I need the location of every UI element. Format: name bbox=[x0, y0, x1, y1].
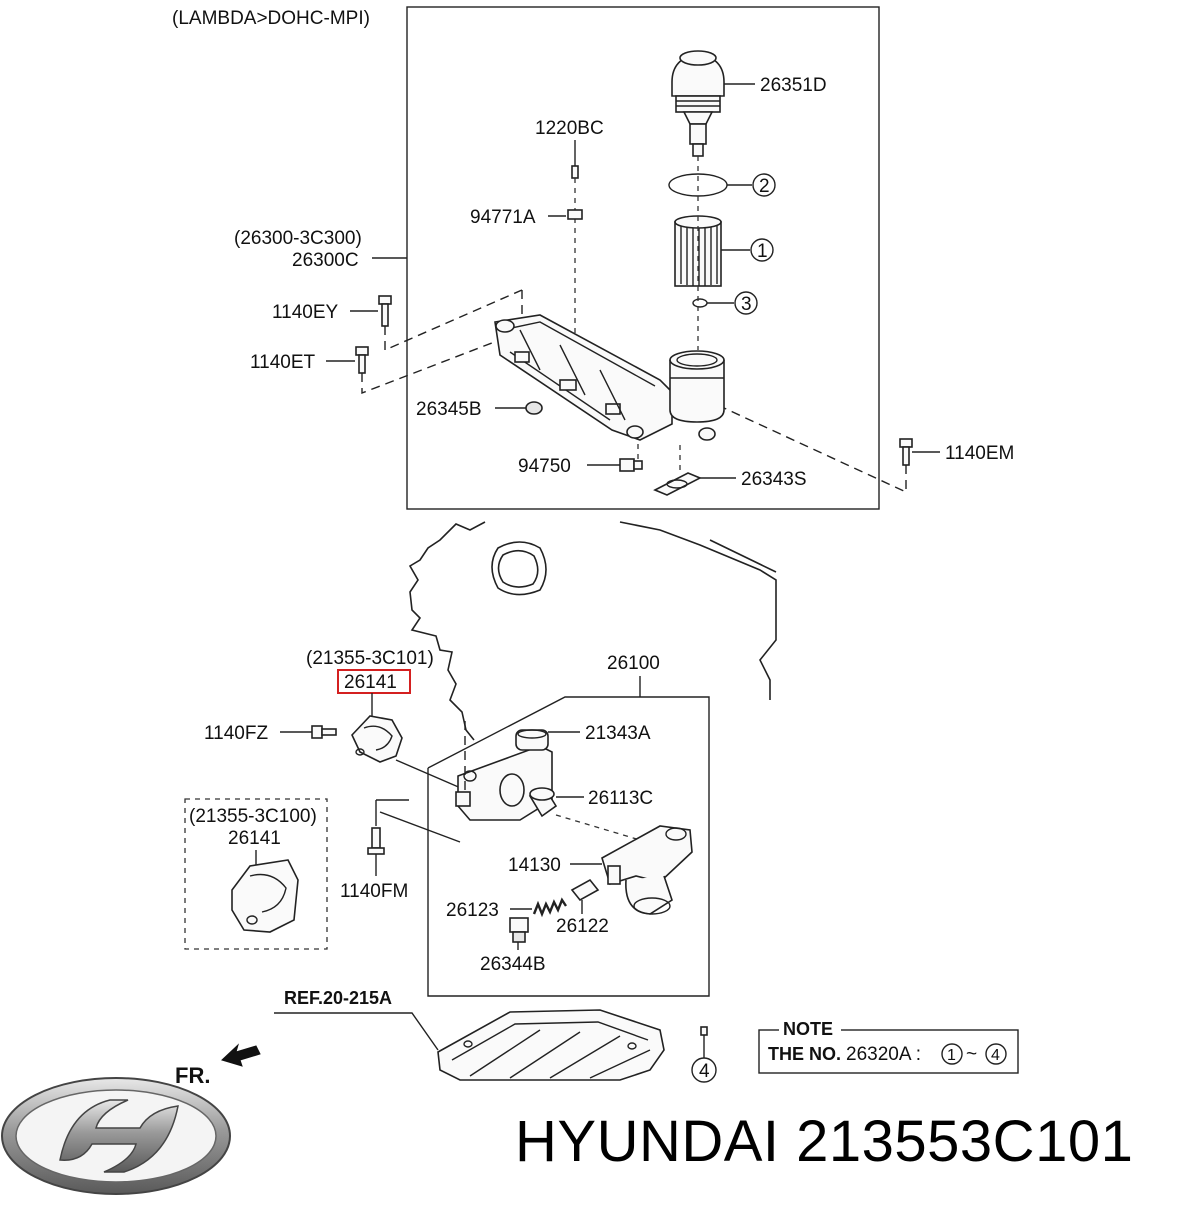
relief-housing-14130 bbox=[601, 825, 693, 915]
part-label-14130: 14130 bbox=[508, 855, 561, 876]
note-range-start: 1 bbox=[947, 1047, 956, 1064]
note-range-end-circle bbox=[985, 1043, 1007, 1065]
hyundai-logo-icon bbox=[1, 1077, 231, 1195]
note-title: NOTE bbox=[783, 1019, 833, 1039]
bolt-1140FM bbox=[367, 827, 385, 855]
alt-ref-label: (21355-3C100) bbox=[189, 806, 317, 827]
part-label-26100: 26100 bbox=[607, 653, 660, 674]
alt-part-box bbox=[184, 798, 328, 950]
part-label-1140ET: 1140ET bbox=[250, 352, 316, 373]
filter-cap-26351D bbox=[671, 50, 725, 157]
highlight-ref-label: (21355-3C101) bbox=[306, 648, 434, 669]
variant-label: (LAMBDA>DOHC-MPI) bbox=[172, 8, 370, 29]
part-label-1220BC: 1220BC bbox=[535, 118, 604, 139]
assembly-box-26100 bbox=[427, 696, 710, 997]
spring-26123 bbox=[532, 897, 567, 918]
guide-line-1140FM bbox=[379, 811, 461, 843]
part-label-94750: 94750 bbox=[518, 456, 571, 477]
leader-ref bbox=[274, 1012, 439, 1051]
callout-1 bbox=[750, 238, 774, 262]
guide-line-1140ET bbox=[361, 335, 511, 395]
guide-line-1140EM bbox=[723, 407, 907, 494]
bolt-1140EM bbox=[899, 438, 913, 466]
engine-block-outline bbox=[408, 521, 777, 741]
part-label-1140EM: 1140EM bbox=[945, 443, 1014, 464]
callout-2-label: 2 bbox=[759, 176, 770, 197]
part-label-26122: 26122 bbox=[556, 916, 609, 937]
bolt-1220BC bbox=[571, 165, 579, 179]
cover-plate-26141 bbox=[351, 715, 403, 763]
part-label-1140FZ: 1140FZ bbox=[204, 723, 268, 744]
oil-filter-housing-body bbox=[494, 314, 725, 441]
oil-pan-part bbox=[437, 1009, 665, 1081]
drain-plug-part bbox=[700, 1026, 708, 1036]
clip-94771A bbox=[567, 209, 583, 220]
callout-3-label: 3 bbox=[741, 294, 752, 315]
part-label-26300C: 26300C bbox=[292, 250, 359, 271]
brand-caption: HYUNDAI 213553C101 bbox=[515, 1109, 1134, 1174]
gasket-26343S bbox=[653, 472, 702, 496]
ref-label: REF.20-215A bbox=[284, 988, 392, 1008]
front-arrow-icon bbox=[221, 1043, 261, 1067]
alt-part-label: 26141 bbox=[228, 828, 281, 849]
bolt-1140EY bbox=[378, 295, 392, 327]
highlight-box bbox=[337, 669, 411, 694]
seal-part bbox=[692, 298, 708, 308]
part-label-1140FM: 1140FM bbox=[340, 881, 408, 902]
part-label-21343A: 21343A bbox=[585, 723, 651, 744]
bolt-1140ET bbox=[355, 346, 369, 374]
rotor-26113C bbox=[528, 787, 558, 818]
oil-pump-body bbox=[455, 718, 553, 821]
part-label-26113C: 26113C bbox=[588, 788, 653, 809]
note-box: NOTE THE NO. 26320A : 1 ~ 4 bbox=[758, 1019, 1019, 1074]
filter-element-part bbox=[674, 215, 722, 287]
bolt-1140FZ bbox=[311, 725, 337, 739]
sensor-94750 bbox=[619, 458, 643, 472]
callout-4 bbox=[691, 1057, 717, 1083]
part-label-26123: 26123 bbox=[446, 900, 499, 921]
plug-26344B bbox=[509, 917, 529, 943]
callout-1-label: 1 bbox=[757, 241, 768, 262]
note-prefix: THE NO. bbox=[768, 1044, 841, 1064]
guide-line-1140EY bbox=[384, 289, 523, 352]
callout-3 bbox=[734, 291, 758, 315]
guide-line-26113C bbox=[555, 814, 641, 841]
plug-26345B bbox=[525, 401, 543, 415]
callout-2 bbox=[752, 173, 776, 197]
note-range-start-circle bbox=[941, 1043, 963, 1065]
gasket-21343A bbox=[515, 729, 549, 751]
assembly-ref-26300-3C300: (26300-3C300) bbox=[234, 228, 362, 249]
note-range-end: 4 bbox=[991, 1047, 1000, 1064]
part-label-26345B: 26345B bbox=[416, 399, 482, 420]
alt-cover-plate-26141 bbox=[231, 859, 299, 933]
plunger-26122 bbox=[570, 878, 600, 902]
note-part-number: 26320A : bbox=[846, 1044, 921, 1065]
note-range-separator: ~ bbox=[966, 1044, 977, 1065]
part-label-1140EY: 1140EY bbox=[272, 302, 339, 323]
front-direction-label: FR. bbox=[175, 1063, 210, 1088]
part-label-26343S: 26343S bbox=[741, 469, 807, 490]
part-label-26351D: 26351D bbox=[760, 75, 827, 96]
part-label-26344B: 26344B bbox=[480, 954, 546, 975]
highlight-part-label: 26141 bbox=[344, 672, 397, 693]
part-label-94771A: 94771A bbox=[470, 207, 536, 228]
callout-4-label: 4 bbox=[699, 1061, 710, 1082]
